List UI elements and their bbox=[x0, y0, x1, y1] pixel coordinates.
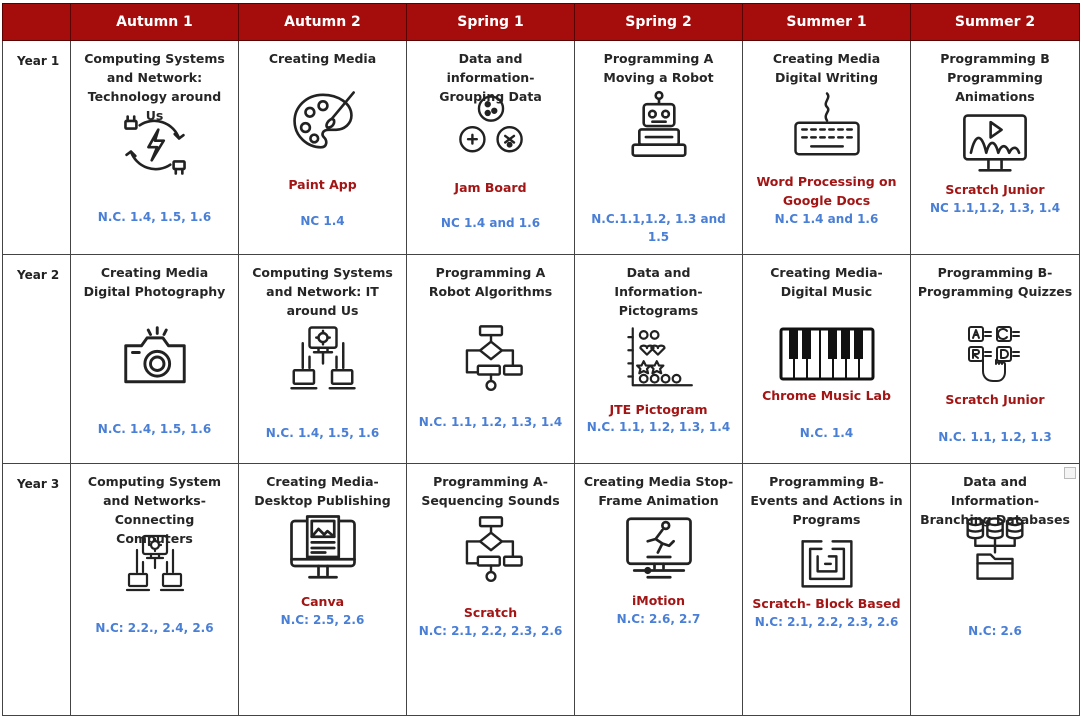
year-label: Year 3 bbox=[2, 463, 71, 716]
keyboard-icon bbox=[790, 89, 864, 161]
tool-label: Scratch Junior bbox=[945, 392, 1045, 407]
unit-title: Computing Systems and Network: IT around… bbox=[252, 265, 393, 318]
year-row: Year 1 Computing Systems and Network: Te… bbox=[2, 40, 1080, 255]
unit-cell: Creating Media Digital Writing Word Proc… bbox=[742, 40, 911, 255]
unit-cell: Creating Media- Desktop Publishing Canva… bbox=[238, 463, 407, 716]
flowchart-icon bbox=[456, 512, 526, 584]
unit-title: Programming B Programming Animations bbox=[940, 51, 1050, 104]
unit-cell: Programming B- Events and Actions in Pro… bbox=[742, 463, 911, 716]
tool-label: JTE Pictogram bbox=[609, 402, 708, 417]
nc-reference: N.C. 1.4 bbox=[799, 426, 854, 440]
paint-palette-icon bbox=[288, 85, 358, 157]
branching-database-icon bbox=[960, 512, 1030, 584]
nc-reference: N.C: 2.6, 2.7 bbox=[616, 612, 701, 626]
unit-title: Programming B- Programming Quizzes bbox=[917, 265, 1073, 299]
unit-title: Creating Media Digital Writing bbox=[772, 51, 881, 85]
tool-label: Chrome Music Lab bbox=[762, 388, 891, 403]
year-row: Year 3 Computing System and Networks- Co… bbox=[2, 463, 1080, 716]
term-header: Summer 2 bbox=[910, 3, 1080, 41]
unit-cell: Computing System and Networks- Connectin… bbox=[70, 463, 239, 716]
tool-label: Jam Board bbox=[454, 180, 527, 195]
nc-reference: N.C. 1.4, 1.5, 1.6 bbox=[97, 210, 212, 224]
nc-reference: NC 1.4 and 1.6 bbox=[440, 216, 541, 230]
unit-title: Data and Information- Pictograms bbox=[614, 265, 703, 318]
desktop-publishing-icon bbox=[285, 512, 361, 584]
nc-reference: N.C: 2.1, 2.2, 2.3, 2.6 bbox=[418, 624, 563, 638]
unit-cell: Computing Systems and Network: Technolog… bbox=[70, 40, 239, 255]
nc-reference: N.C. 1.4, 1.5, 1.6 bbox=[97, 422, 212, 436]
corner-marker bbox=[1064, 467, 1076, 479]
corner-header bbox=[2, 3, 71, 41]
nc-reference: N.C: 2.2., 2.4, 2.6 bbox=[95, 621, 214, 635]
term-header: Autumn 2 bbox=[238, 3, 407, 41]
unit-title: Creating Media Digital Photography bbox=[83, 265, 226, 299]
stop-motion-monitor-icon bbox=[621, 512, 697, 584]
maze-icon bbox=[795, 532, 859, 592]
unit-cell: Data and Information- Pictograms JTE Pic… bbox=[574, 254, 743, 464]
year-row: Year 2 Creating Media Digital Photograph… bbox=[2, 254, 1080, 464]
animation-monitor-icon bbox=[960, 108, 1030, 180]
term-header: Summer 1 bbox=[742, 3, 911, 41]
tool-label: Scratch Junior bbox=[945, 182, 1045, 197]
curriculum-table: Autumn 1 Autumn 2 Spring 1 Spring 2 Summ… bbox=[2, 3, 1080, 716]
unit-cell: Creating Media Digital Photography N.C. … bbox=[70, 254, 239, 464]
pictogram-chart-icon bbox=[624, 323, 694, 395]
term-header: Spring 2 bbox=[574, 3, 743, 41]
unit-cell: Programming A Moving a Robot N.C.1.1,1.2… bbox=[574, 40, 743, 255]
unit-cell: Programming A Robot Algorithms N.C. 1.1,… bbox=[406, 254, 575, 464]
nc-reference: N.C.1.1,1.2, 1.3 and 1.5 bbox=[591, 212, 726, 244]
grouped-circles-icon bbox=[456, 89, 526, 161]
term-header: Autumn 1 bbox=[70, 3, 239, 41]
nc-reference: N.C: 2.5, 2.6 bbox=[280, 613, 365, 627]
nc-reference: N.C. 1.1, 1.2, 1.3, 1.4 bbox=[586, 420, 731, 434]
unit-cell: Creating Media- Digital Music Chrome Mus… bbox=[742, 254, 911, 464]
tool-label: Canva bbox=[300, 594, 345, 609]
tool-label: iMotion bbox=[631, 593, 686, 608]
unit-cell: Data and information- Grouping Data Jam … bbox=[406, 40, 575, 255]
year-label: Year 2 bbox=[2, 254, 71, 464]
unit-cell: Creating Media Paint App NC 1.4 bbox=[238, 40, 407, 255]
unit-cell: Data and Information- Branching Database… bbox=[910, 463, 1080, 716]
nc-reference: NC 1.4 bbox=[300, 214, 345, 228]
tool-label: Scratch bbox=[463, 605, 518, 620]
nc-reference: N.C. 1.1, 1.2, 1.3, 1.4 bbox=[418, 415, 563, 429]
quiz-choice-icon bbox=[963, 321, 1027, 385]
unit-title: Programming A Robot Algorithms bbox=[428, 265, 553, 299]
robot-icon bbox=[624, 89, 694, 161]
nc-reference: N.C. 1.1, 1.2, 1.3 bbox=[938, 430, 1052, 444]
tool-label: Scratch- Block Based bbox=[752, 596, 901, 611]
unit-title: Creating Media- Digital Music bbox=[770, 265, 883, 299]
unit-title: Programming A- Sequencing Sounds bbox=[421, 474, 560, 508]
tool-label: Paint App bbox=[288, 177, 357, 192]
nc-reference: N.C: 2.1, 2.2, 2.3, 2.6 bbox=[754, 615, 899, 629]
network-computers-icon bbox=[283, 323, 363, 395]
camera-icon bbox=[115, 321, 195, 393]
unit-title: Creating Media Stop-Frame Animation bbox=[583, 474, 734, 508]
unit-title: Computing Systems and Network: Technolog… bbox=[84, 51, 225, 123]
nc-reference: N.C: 2.6 bbox=[968, 624, 1022, 638]
flowchart-icon bbox=[456, 321, 526, 393]
unit-title: Creating Media- Desktop Publishing bbox=[254, 474, 391, 508]
unit-cell: Computing Systems and Network: IT around… bbox=[238, 254, 407, 464]
year-label: Year 1 bbox=[2, 40, 71, 255]
unit-cell: Programming B- Programming Quizzes Scrat… bbox=[910, 254, 1080, 464]
term-header: Spring 1 bbox=[406, 3, 575, 41]
unit-title: Programming A Moving a Robot bbox=[603, 51, 714, 85]
nc-reference: NC 1.1,1.2, 1.3, 1.4 bbox=[929, 201, 1061, 215]
header-row: Autumn 1 Autumn 2 Spring 1 Spring 2 Summ… bbox=[2, 3, 1080, 41]
unit-cell: Creating Media Stop-Frame Animation iMot… bbox=[574, 463, 743, 716]
network-computers-icon bbox=[122, 532, 188, 596]
nc-reference: N.C. 1.4, 1.5, 1.6 bbox=[265, 426, 380, 440]
nc-reference: N.C 1.4 and 1.6 bbox=[774, 212, 879, 226]
unit-title: Creating Media bbox=[268, 51, 377, 66]
piano-keys-icon bbox=[779, 327, 875, 381]
power-cycle-icon bbox=[120, 109, 190, 181]
tool-label: Word Processing on Google Docs bbox=[756, 174, 897, 208]
unit-title: Programming B- Events and Actions in Pro… bbox=[750, 474, 903, 527]
unit-cell: Programming A- Sequencing Sounds Scratch… bbox=[406, 463, 575, 716]
unit-cell: Programming B Programming Animations Scr… bbox=[910, 40, 1080, 255]
